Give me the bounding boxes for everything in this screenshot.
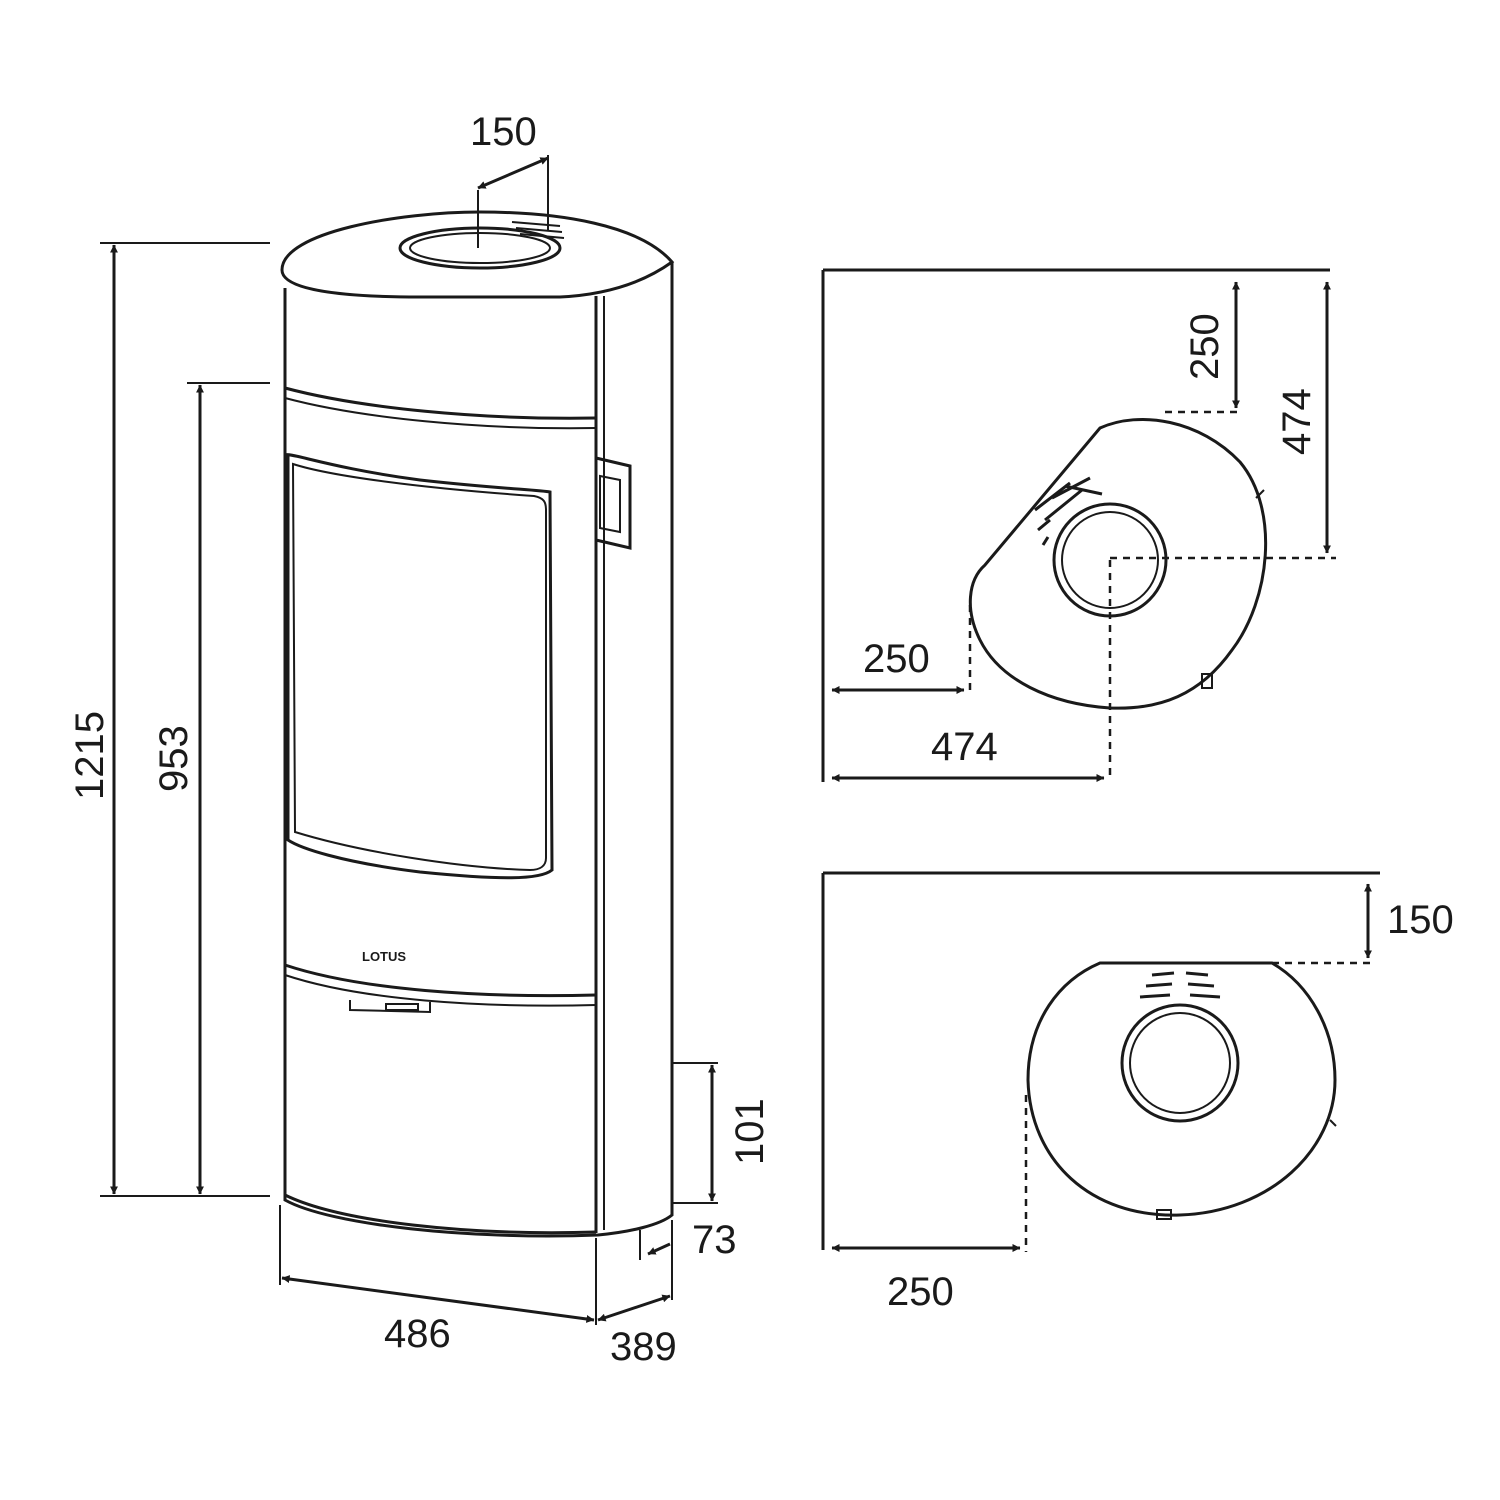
- brand-logo: LOTUS: [362, 949, 406, 964]
- label-total-height: 1215: [68, 711, 112, 800]
- label-side-offset-depth: 73: [692, 1218, 737, 1262]
- label-corner-back-clearance: 250: [1183, 313, 1227, 380]
- corner-grille: [1034, 476, 1103, 546]
- dim-depth-389: [597, 1294, 671, 1322]
- label-wall-back-clearance: 150: [1387, 898, 1454, 942]
- wall-grille: [1139, 971, 1221, 999]
- label-wall-side-clearance: 250: [887, 1270, 954, 1314]
- ash-drawer-lip: [349, 1000, 431, 1014]
- label-depth: 389: [610, 1325, 677, 1369]
- stove-body: [283, 262, 674, 1238]
- stove-top-lid: [280, 210, 675, 299]
- label-flue-center-height: 953: [152, 725, 196, 792]
- dim-width-486: [281, 1275, 595, 1323]
- front-view: LOTUS 150 1215 953: [68, 110, 772, 1369]
- flue-outlet: [398, 226, 562, 270]
- top-grille: [511, 221, 565, 239]
- label-flue-diameter: 150: [470, 110, 537, 154]
- label-corner-side-clearance: 250: [863, 637, 930, 681]
- label-corner-side-center: 474: [931, 725, 998, 769]
- label-width: 486: [384, 1312, 451, 1356]
- wall-flue-ring: [1120, 1003, 1240, 1123]
- corner-stove-footprint: [968, 417, 1268, 710]
- door-handle: [594, 456, 632, 550]
- door-frame: [284, 453, 554, 880]
- dim-depth-73: [647, 1242, 671, 1256]
- wall-stove-footprint: [1026, 961, 1337, 1217]
- door-glass: [291, 462, 547, 872]
- dim-flue-150: [477, 156, 549, 190]
- label-corner-back-center: 474: [1275, 388, 1319, 455]
- wall-installation-plan: 150 250: [821, 871, 1454, 1314]
- label-side-offset-height: 101: [728, 1098, 772, 1165]
- corner-installation-plan: 250 474 250 474: [821, 268, 1336, 782]
